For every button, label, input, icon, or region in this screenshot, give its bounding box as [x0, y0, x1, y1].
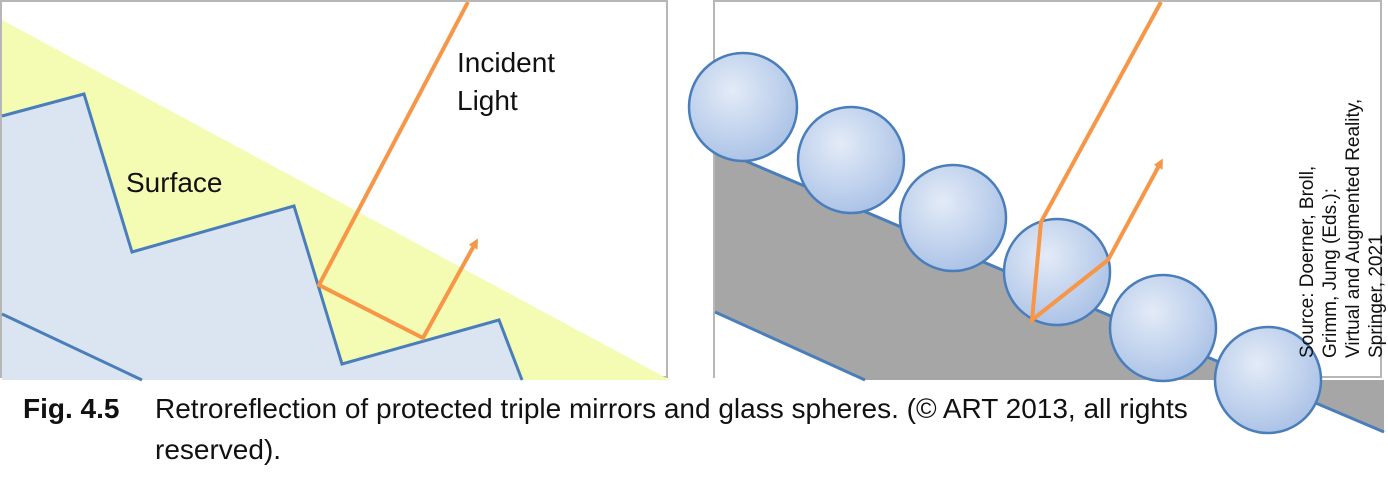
- glass-sphere-panel: [687, 0, 1385, 435]
- mirror-surface-outline: [1, 92, 524, 381]
- incident-light-label: Incident Light: [457, 44, 555, 120]
- mirror-surface: [2, 94, 522, 380]
- glass-sphere: [898, 163, 1008, 273]
- lower-mirror-edge: [1, 312, 143, 382]
- glass-sphere: [796, 105, 906, 215]
- source-line: Source: Doerner, Broll,: [1297, 165, 1318, 358]
- glass-sphere: [687, 51, 799, 163]
- caption-text: Retroreflection of protected triple mirr…: [155, 393, 1188, 465]
- figure-number: Fig. 4.5: [23, 393, 120, 424]
- source-line: Virtual and Augmented Reality,: [1343, 98, 1364, 358]
- incident-label-line1: Incident: [457, 47, 556, 78]
- sphere-light-ray: [1029, 1, 1163, 325]
- incident-light-ray: [316, 1, 478, 341]
- glass-sphere: [1213, 325, 1323, 435]
- lower-base-edge: [714, 310, 866, 382]
- triple-mirror-diagram: [1, 1, 670, 382]
- glass-sphere: [1002, 217, 1112, 327]
- source-line: Springer, 2021: [1366, 234, 1387, 358]
- source-note: Source: Doerner, Broll, Grimm, Jung (Eds…: [1296, 38, 1388, 358]
- glass-sphere-diagram: [687, 1, 1385, 435]
- surface-label: Surface: [126, 167, 223, 198]
- incident-label-line2: Light: [457, 84, 518, 116]
- triple-mirror-panel: Surface Incident Light: [0, 0, 670, 382]
- source-line: Grimm, Jung (Eds.):: [1320, 188, 1341, 358]
- glass-sphere: [1108, 273, 1218, 383]
